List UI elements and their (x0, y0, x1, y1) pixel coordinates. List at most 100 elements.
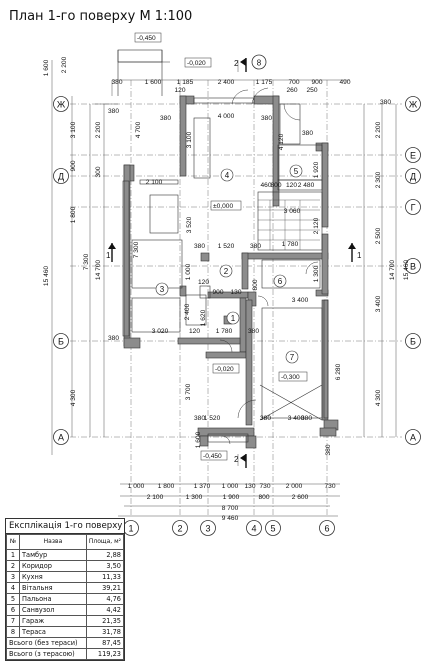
dim-text: 1 300 (186, 494, 203, 501)
row-name: Кухня (19, 571, 87, 583)
row-name: Санвузол (19, 604, 87, 616)
dim-text: 380 (194, 415, 205, 422)
room-number-8: 8 (257, 59, 262, 68)
dim-text: 1 600 (145, 79, 162, 86)
page-title: План 1-го поверху М 1:100 (9, 9, 193, 24)
dim-text: 1 185 (177, 79, 194, 86)
dim-text: 3 400 (288, 415, 305, 422)
axis-col-3: 3 (205, 524, 210, 534)
row-num: 6 (6, 604, 20, 616)
dim-text: 2 120 (313, 217, 320, 234)
dim-text: 3 700 (185, 383, 192, 400)
axis-col-5: 5 (270, 524, 275, 534)
dim-text: 380 (260, 415, 271, 422)
dim-text: 2 200 (61, 56, 68, 73)
dim-total: 8 700 (222, 505, 239, 512)
dim-text: 3 520 (186, 216, 193, 233)
dim-text: 7 300 (83, 253, 90, 270)
dim-text: 380 (160, 115, 171, 122)
dim-text: 1 900 (223, 494, 240, 501)
total-name: Всього (без тераси) (6, 637, 87, 649)
row-area: 11,33 (85, 571, 125, 583)
row-num: 8 (6, 626, 20, 638)
dim-text: 1 780 (216, 328, 233, 335)
axis-row-g-right: Г (411, 203, 416, 213)
dim-text: 800 (270, 182, 281, 189)
section-mark-1-left: 1 (106, 251, 111, 260)
dim-text: 300 (95, 166, 102, 177)
dim-text: 130 (244, 483, 255, 490)
dim-text: 4 300 (70, 389, 77, 406)
dim-text: 1 520 (204, 415, 221, 422)
level-mark: -0,020 (215, 366, 234, 373)
dim-text: 1 000 (222, 483, 239, 490)
dim-text: 2 200 (375, 121, 382, 138)
dim-text: 260 (286, 87, 297, 94)
axis-row-b-left: Б (58, 337, 64, 347)
explication-caption: Експлікація 1-го поверху (6, 519, 124, 534)
dim-text: 120 (174, 87, 185, 94)
dim-text: 380 (325, 444, 332, 455)
dim-text: 2 500 (375, 227, 382, 244)
dim-text: 1 370 (194, 483, 211, 490)
row-name: Пальона (19, 593, 87, 605)
col-header-num: № (6, 534, 20, 550)
dim-text: 1 520 (218, 243, 235, 250)
dim-text: 800 (258, 494, 269, 501)
dim-text: 900 (212, 289, 223, 296)
dim-text: 2 480 (298, 182, 315, 189)
total-area: 119,23 (85, 648, 125, 660)
dim-text: 2 300 (375, 171, 382, 188)
dim-total: 15 460 (43, 266, 50, 287)
dim-text: 380 (108, 108, 119, 115)
axis-row-v-right: В (410, 262, 416, 272)
dim-text: 2 100 (146, 179, 163, 186)
dim-text: 4 300 (375, 389, 382, 406)
dim-text: 2 400 (184, 303, 191, 320)
axis-row-d-left: Д (58, 172, 64, 182)
row-num: 7 (6, 615, 20, 627)
dim-text: 730 (259, 483, 270, 490)
row-num: 1 (6, 549, 20, 561)
dim-text: 120 (198, 279, 209, 286)
axis-row-a-left: А (58, 433, 64, 443)
dim-text: 250 (306, 87, 317, 94)
level-mark: -0,300 (281, 374, 300, 381)
dim-text: 380 (111, 79, 122, 86)
col-header-name: Назва (19, 534, 87, 550)
dim-text: 380 (250, 243, 261, 250)
axis-row-zh-left: Ж (57, 100, 66, 110)
dim-text: 900 (70, 160, 77, 171)
row-name: Тамбур (19, 549, 87, 561)
axis-row-zh-right: Ж (409, 100, 418, 110)
dim-text: 1 000 (128, 483, 145, 490)
dim-text: 380 (301, 415, 312, 422)
room-number-5: 5 (294, 167, 299, 176)
dim-text: 130 (230, 289, 241, 296)
dim-text: 380 (248, 328, 259, 335)
dim-text: 730 (324, 483, 335, 490)
room-number-3: 3 (160, 285, 165, 294)
dim-text: 6 280 (335, 363, 342, 380)
dim-total: 15 460 (403, 260, 410, 281)
row-name: Гараж (19, 615, 87, 627)
level-mark: -0,450 (137, 35, 156, 42)
dim-text: 380 (194, 243, 205, 250)
level-mark: -0,020 (187, 60, 206, 67)
dim-text: 2 000 (286, 483, 303, 490)
row-name: Тераса (19, 626, 87, 638)
dim-text: 2 200 (95, 121, 102, 138)
dim-text: 380 (261, 115, 272, 122)
axis-col-2: 2 (177, 524, 182, 534)
dim-text: 460 (260, 182, 271, 189)
dim-text: 1 920 (313, 161, 320, 178)
dim-text: 2 400 (218, 79, 235, 86)
dim-total: 9 460 (222, 515, 239, 522)
room-number-1: 1 (231, 314, 236, 323)
axis-row-a-right: А (410, 433, 416, 443)
dim-text: 3 100 (186, 131, 193, 148)
